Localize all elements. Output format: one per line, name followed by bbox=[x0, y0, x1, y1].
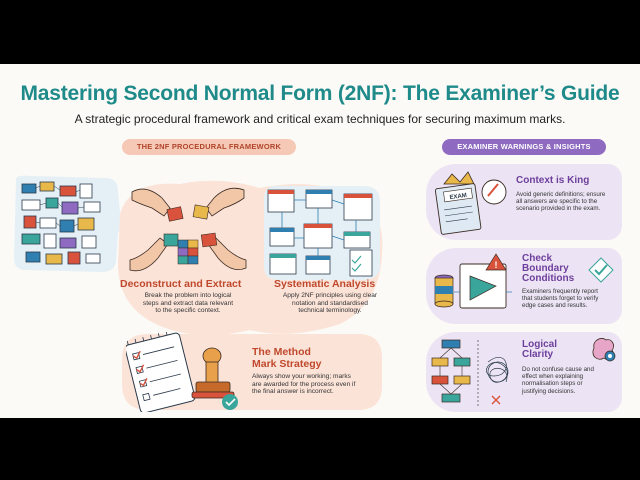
card-check-boundary bbox=[426, 248, 622, 324]
flowchart-knot-illustration bbox=[431, 339, 509, 406]
method-body: Always show your working; marks are awar… bbox=[252, 373, 356, 396]
brain-gear-icon bbox=[592, 338, 616, 362]
deconstruct-heading: Deconstruct and Extract bbox=[120, 278, 242, 290]
top-letterbox bbox=[0, 0, 640, 64]
analysis-heading: Systematic Analysis bbox=[274, 278, 376, 290]
table-flowchart-illustration bbox=[264, 185, 380, 280]
checklist-stamp-illustration bbox=[126, 332, 238, 412]
method-heading: The Method Mark Strategy bbox=[252, 346, 322, 370]
card-context-body: Avoid generic definitions; ensure all an… bbox=[516, 191, 606, 213]
warnings-section-pill: EXAMINER WARNINGS & INSIGHTS bbox=[442, 139, 606, 155]
card-boundary-heading: Check Boundary Conditions bbox=[522, 253, 575, 284]
page-title: Mastering Second Normal Form (2NF): The … bbox=[20, 82, 620, 105]
exam-label: EXAM bbox=[449, 193, 467, 201]
analysis-body: Apply 2NF principles using clear notatio… bbox=[282, 292, 378, 315]
exam-crown-illustration: EXAM bbox=[434, 171, 507, 235]
deconstruct-body: Break the problem into logical steps and… bbox=[142, 292, 234, 315]
svg-text:!: ! bbox=[495, 260, 498, 270]
page-subtitle: A strategic procedural framework and cri… bbox=[74, 112, 566, 126]
framework-section-pill: THE 2NF PROCEDURAL FRAMEWORK bbox=[122, 139, 296, 155]
card-boundary-body: Examiners frequently report that student… bbox=[522, 288, 599, 310]
boundary-database-illustration: ! bbox=[434, 253, 512, 309]
data-diagram-illustration bbox=[14, 175, 130, 272]
infographic-canvas: Mastering Second Normal Form (2NF): The … bbox=[0, 64, 640, 418]
hands-puzzle-illustration bbox=[129, 187, 247, 272]
card-logical-body: Do not confuse cause and effect when exp… bbox=[522, 366, 594, 395]
card-context-heading: Context is King bbox=[516, 175, 590, 186]
check-diamond-icon bbox=[588, 257, 614, 283]
bottom-letterbox bbox=[0, 418, 640, 480]
card-logical-heading: Logical Clarity bbox=[522, 339, 558, 360]
